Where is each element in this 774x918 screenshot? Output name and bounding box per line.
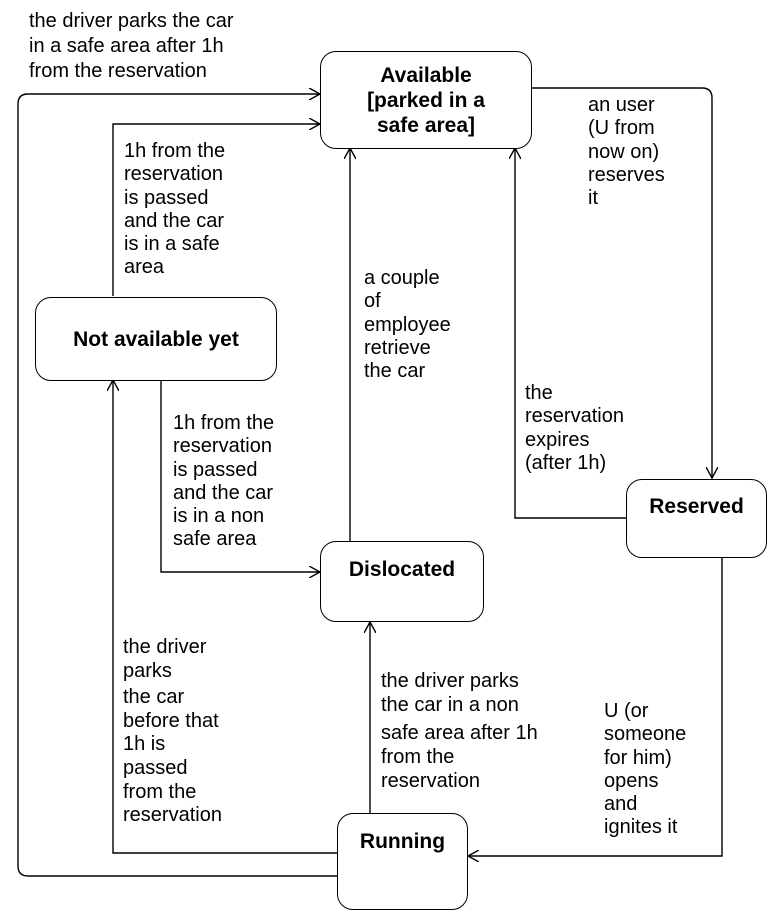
label-line: U (or bbox=[604, 700, 649, 722]
label-line: reservation bbox=[123, 804, 222, 827]
label-line: passed bbox=[123, 756, 188, 779]
state-running-label: Running bbox=[359, 830, 446, 853]
label-line: for him) bbox=[604, 746, 672, 769]
label-line: from the bbox=[381, 746, 455, 768]
label-line: 1h is bbox=[123, 733, 166, 756]
label-line: 1h from the bbox=[173, 412, 275, 434]
label-line: and the car bbox=[173, 481, 274, 504]
label-running-to-dislocated: the driver parks the car in a non safe a… bbox=[381, 669, 538, 793]
label-line: a couple bbox=[364, 267, 440, 289]
label-line: the driver parks the car bbox=[29, 10, 234, 32]
label-line: opens bbox=[604, 769, 659, 792]
label-line: the car in a non bbox=[381, 694, 519, 716]
state-running: Running bbox=[337, 813, 468, 910]
label-line: of bbox=[364, 290, 381, 313]
state-not-available-yet-label: Not available yet bbox=[73, 327, 239, 351]
label-line: the car bbox=[364, 360, 426, 383]
label-dislocated-to-available: a couple of employee retrieve the car bbox=[364, 267, 451, 383]
label-line: an user bbox=[588, 94, 655, 116]
arrow-running-to-not-available bbox=[113, 380, 337, 854]
label-available-to-reserved: an user (U from now on) reserves it bbox=[588, 94, 665, 210]
label-line: and bbox=[604, 793, 638, 816]
label-line: the bbox=[525, 382, 553, 404]
label-line: from the bbox=[123, 780, 197, 803]
arrow-not-available-to-dislocated bbox=[160, 380, 320, 572]
state-reserved: Reserved bbox=[626, 479, 767, 558]
label-line: now on) bbox=[588, 140, 660, 163]
state-available-label: Available [parked in a safe area] bbox=[367, 63, 485, 137]
label-line: reserves bbox=[588, 163, 665, 186]
arrow-available-to-reserved bbox=[532, 87, 712, 478]
label-line: in a safe area after 1h bbox=[29, 35, 224, 57]
label-line: reservation bbox=[173, 435, 272, 458]
label-line: the car bbox=[123, 686, 185, 709]
label-line: (after 1h) bbox=[525, 451, 607, 474]
label-not-available-to-available: 1h from the reservation is passed and th… bbox=[124, 140, 225, 280]
label-reserved-to-available: the reservation expires (after 1h) bbox=[525, 382, 624, 475]
label-line: and the car bbox=[124, 209, 225, 232]
label-line: retrieve bbox=[364, 336, 431, 359]
label-line: reservation bbox=[381, 770, 480, 792]
label-line: employee bbox=[364, 313, 451, 336]
label-line: someone bbox=[604, 723, 687, 746]
label-line: the driver bbox=[123, 636, 207, 658]
arrow-not-available-to-available bbox=[112, 124, 320, 296]
state-reserved-label: Reserved bbox=[649, 495, 744, 518]
label-line: before that bbox=[123, 709, 219, 732]
label-line: ignites it bbox=[604, 816, 678, 839]
label-line: is in a safe bbox=[124, 233, 220, 256]
arrow-reserved-to-available bbox=[515, 148, 628, 519]
label-line: (U from bbox=[588, 117, 655, 140]
label-reserved-to-running: U (or someone for him) opens and ignites… bbox=[604, 700, 686, 840]
label-line: from the reservation bbox=[29, 60, 207, 82]
label-line: area bbox=[124, 256, 165, 279]
label-line: expires bbox=[525, 428, 590, 451]
label-line: is passed bbox=[124, 186, 209, 209]
state-dislocated: Dislocated bbox=[320, 541, 484, 622]
label-line: safe area bbox=[173, 528, 257, 551]
arrow-running-to-available bbox=[17, 94, 337, 877]
label-line: is in a non bbox=[173, 505, 265, 528]
label-line: parks bbox=[123, 659, 172, 682]
arrow-reserved-to-running bbox=[468, 556, 723, 856]
label-line: the driver parks bbox=[381, 670, 519, 692]
label-line: safe area after 1h bbox=[381, 722, 538, 744]
state-not-available-yet: Not available yet bbox=[35, 297, 277, 381]
label-running-to-available: the driver parks the car in a safe area … bbox=[29, 9, 234, 84]
state-dislocated-label: Dislocated bbox=[348, 558, 456, 581]
label-not-available-to-dislocated: 1h from the reservation is passed and th… bbox=[173, 412, 274, 552]
state-available: Available [parked in a safe area] bbox=[320, 51, 532, 149]
label-line: is passed bbox=[173, 458, 258, 481]
label-line: it bbox=[588, 187, 598, 210]
label-line: reservation bbox=[124, 163, 223, 186]
label-line: 1h from the bbox=[124, 140, 226, 162]
label-line: reservation bbox=[525, 405, 624, 428]
label-running-to-not-available: the driver parks the car before that 1h … bbox=[123, 636, 222, 828]
